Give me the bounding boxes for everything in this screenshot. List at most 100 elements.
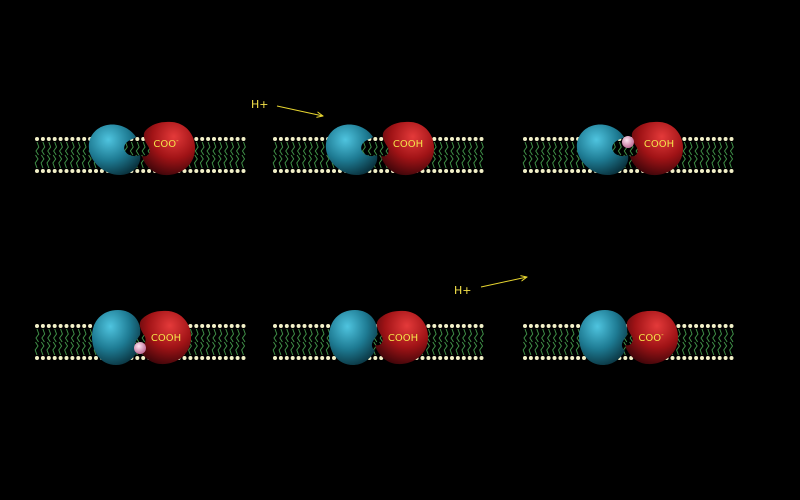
lipid-head	[296, 324, 301, 328]
lipid-head	[284, 169, 289, 173]
lipid-head	[82, 169, 87, 173]
lipid-head	[467, 356, 472, 360]
lipid-head	[206, 356, 211, 360]
lipid-head	[438, 137, 443, 141]
lipid-head	[717, 324, 722, 328]
lipid-head	[467, 137, 472, 141]
lipid-head	[308, 137, 313, 141]
lipid-head	[717, 356, 722, 360]
lipid-tails-upper	[273, 141, 484, 156]
lipid-head	[467, 169, 472, 173]
lipid-head	[373, 137, 378, 141]
lipid-head	[94, 356, 98, 360]
lipid-head	[723, 137, 728, 141]
lipid-head	[546, 356, 551, 360]
lipid-head	[52, 324, 57, 328]
lipid-head	[217, 137, 222, 141]
lipid-head	[705, 356, 710, 360]
lipid-head	[194, 324, 199, 328]
lipid-head	[528, 137, 533, 141]
lipid-head	[373, 356, 378, 360]
lipid-head	[705, 169, 710, 173]
lipid-head	[241, 356, 246, 360]
lipid-head	[302, 324, 307, 328]
lipid-head	[70, 356, 75, 360]
lipid-head	[135, 137, 140, 141]
lipid-head	[308, 324, 313, 328]
red-subunit	[375, 310, 429, 365]
lipid-head	[461, 169, 466, 173]
lipid-head	[700, 356, 704, 360]
lipid-head	[729, 169, 734, 173]
lipid-head	[135, 356, 140, 360]
lipid-head	[623, 169, 628, 173]
lipid-head	[326, 356, 331, 360]
lipid-head	[82, 324, 87, 328]
lipid-head	[217, 169, 222, 173]
lipid-head	[385, 169, 390, 173]
lipid-head	[670, 356, 675, 360]
lipid-head	[46, 356, 51, 360]
lipid-head	[229, 356, 234, 360]
lipid-head	[52, 356, 57, 360]
lipid-head	[235, 169, 240, 173]
lipid-tails-upper	[35, 141, 246, 156]
lipid-head	[455, 324, 460, 328]
lipid-head	[461, 356, 466, 360]
lipid-head	[444, 324, 449, 328]
lipid-head	[241, 137, 246, 141]
lipid-head	[284, 356, 289, 360]
lipid-head	[729, 356, 734, 360]
lipid-head	[52, 169, 57, 173]
lipid-head	[450, 324, 454, 328]
lipid-head	[35, 169, 39, 173]
lipid-head	[58, 356, 63, 360]
lipid-head	[302, 356, 307, 360]
lipid-head	[35, 137, 39, 141]
lipid-head	[35, 356, 39, 360]
lipid-head	[534, 137, 539, 141]
lipid-head	[278, 324, 283, 328]
lipid-head	[523, 324, 527, 328]
blue-subunit	[329, 310, 378, 365]
lipid-head	[302, 137, 307, 141]
transporter-panel-1: COO-	[88, 121, 196, 176]
lipid-head	[332, 169, 336, 173]
lipid-head	[558, 356, 563, 360]
lipid-head	[461, 137, 466, 141]
lipid-head	[302, 169, 307, 173]
lipid-head	[552, 324, 557, 328]
lipid-head	[46, 169, 51, 173]
lipid-head	[546, 169, 551, 173]
lipid-head	[212, 324, 216, 328]
lipid-head	[723, 169, 728, 173]
lipid-head	[540, 324, 545, 328]
lipid-head	[58, 169, 63, 173]
lipid-head	[314, 169, 319, 173]
lipid-head	[76, 137, 81, 141]
lipid-head	[332, 356, 336, 360]
lipid-head	[320, 356, 325, 360]
lipid-head	[700, 169, 704, 173]
lipid-head	[141, 169, 146, 173]
lipid-tails-lower	[272, 154, 484, 169]
lipid-head	[473, 137, 478, 141]
blue-subunit	[576, 124, 629, 175]
lipid-head	[147, 169, 152, 173]
lipid-head	[64, 137, 69, 141]
lipid-head	[235, 324, 240, 328]
lipid-head	[82, 356, 87, 360]
lipid-head	[229, 324, 234, 328]
carboxyl-label: COOH	[393, 139, 423, 150]
lipid-head	[432, 324, 437, 328]
blue-subunit	[325, 124, 378, 175]
lipid-head	[284, 137, 289, 141]
lipid-head	[273, 169, 277, 173]
lipid-head	[194, 356, 199, 360]
lipid-head	[570, 137, 575, 141]
lipid-head	[182, 356, 187, 360]
proton-out-arrow-group: H+	[454, 277, 527, 297]
lipid-head	[450, 137, 454, 141]
lipid-head	[273, 324, 277, 328]
lipid-head	[688, 324, 693, 328]
